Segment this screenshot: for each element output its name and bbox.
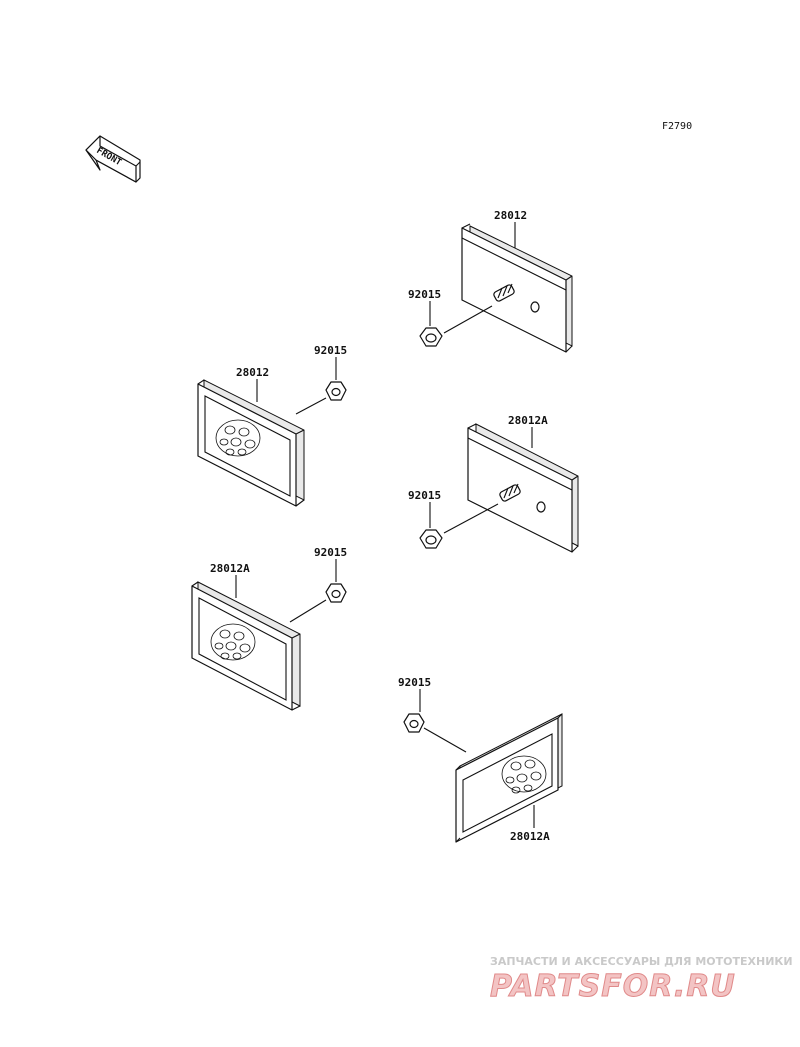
callout-92015-mid-right: 92015 bbox=[408, 489, 441, 502]
callout-28012A-left-lower: 28012A bbox=[210, 562, 250, 575]
figure-id: F2790 bbox=[662, 121, 692, 132]
nut-mid-right bbox=[419, 503, 499, 549]
reflector-texture bbox=[210, 623, 256, 661]
reflector-texture bbox=[215, 419, 261, 457]
callout-28012A-mid-right: 28012A bbox=[508, 414, 548, 427]
callout-92015-left-lower: 92015 bbox=[314, 546, 347, 559]
callout-28012-top-right: 28012 bbox=[494, 209, 527, 222]
callout-92015-bottom-right: 92015 bbox=[398, 676, 431, 689]
callout-92015-left-upper: 92015 bbox=[314, 344, 347, 357]
reflector-left-lower bbox=[191, 581, 301, 711]
nut-left-lower bbox=[289, 583, 347, 623]
callout-28012-left-upper: 28012 bbox=[236, 366, 269, 379]
reflector-top-right bbox=[461, 223, 573, 353]
watermark-brand: PARTSFOR.RU bbox=[490, 969, 736, 1004]
reflector-texture bbox=[501, 755, 547, 794]
reflector-mid-right bbox=[467, 423, 579, 553]
callout-92015-top-right: 92015 bbox=[408, 288, 441, 301]
reflector-left-upper bbox=[197, 379, 305, 507]
callout-28012A-bottom-right: 28012A bbox=[510, 830, 550, 843]
nut-bottom-right bbox=[403, 713, 467, 753]
watermark-tagline: ЗАПЧАСТИ И АКСЕССУАРЫ ДЛЯ МОТОТЕХНИКИ bbox=[490, 955, 793, 968]
nut-top-right bbox=[419, 305, 493, 347]
nut-left-upper bbox=[295, 381, 347, 415]
reflector-bottom-right bbox=[455, 713, 563, 843]
front-arrow-icon: FRONT bbox=[85, 135, 141, 183]
